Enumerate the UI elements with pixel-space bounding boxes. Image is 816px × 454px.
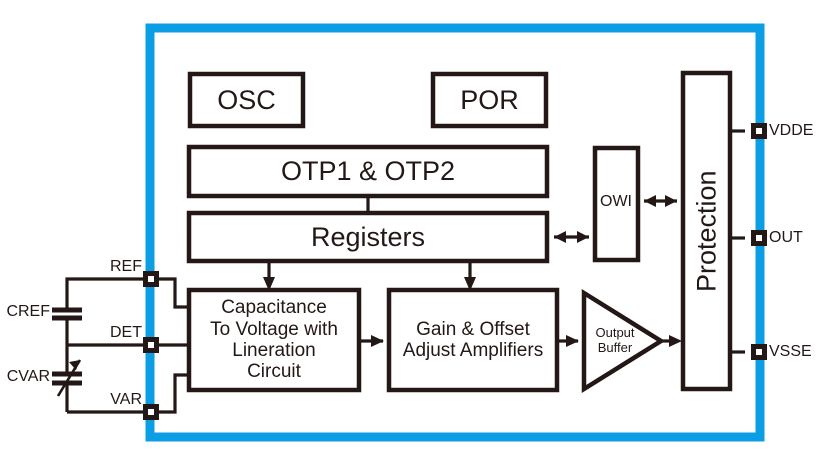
gain-offset-label: Gain & Offset Adjust Amplifiers: [402, 318, 544, 361]
pin-squares: [143, 123, 767, 420]
pin-label-vdde: VDDE: [769, 122, 814, 139]
ref-pin-wire: [158, 277, 189, 309]
gain-offset-block[interactable]: [386, 287, 560, 393]
pin-label-out: OUT: [769, 229, 803, 246]
otp-block[interactable]: [186, 144, 550, 199]
pin-label-ref: REF: [110, 258, 142, 275]
pin-label-vsse: VSSE: [769, 343, 812, 360]
capacitance-to-voltage-label: Capacitance To Voltage with Lineration C…: [210, 297, 338, 383]
por-label: POR: [460, 84, 519, 115]
cvar-label: CVAR: [6, 368, 50, 385]
osc-block[interactable]: [187, 71, 306, 129]
pin-label-var: VAR: [110, 391, 142, 408]
protection-label: Protection: [691, 170, 722, 292]
osc-label: OSC: [217, 84, 276, 115]
protection-block[interactable]: [680, 70, 733, 392]
capacitance-to-voltage-block[interactable]: [186, 287, 362, 393]
output-buffer-label: Output Buffer: [595, 325, 635, 355]
otp-label: OTP1 & OTP2: [280, 156, 456, 187]
var-pin-wire: [158, 373, 189, 414]
owi-label: OWI: [600, 193, 632, 211]
registers-label: Registers: [310, 221, 426, 252]
arrowheads: [69, 195, 682, 370]
cref-top-wire: [65, 277, 144, 310]
pin-label-det: DET: [110, 324, 142, 341]
output-buffer-triangle[interactable]: [581, 288, 666, 394]
cref-label: CREF: [6, 303, 50, 320]
por-block[interactable]: [430, 71, 549, 129]
owi-block[interactable]: [592, 145, 641, 263]
